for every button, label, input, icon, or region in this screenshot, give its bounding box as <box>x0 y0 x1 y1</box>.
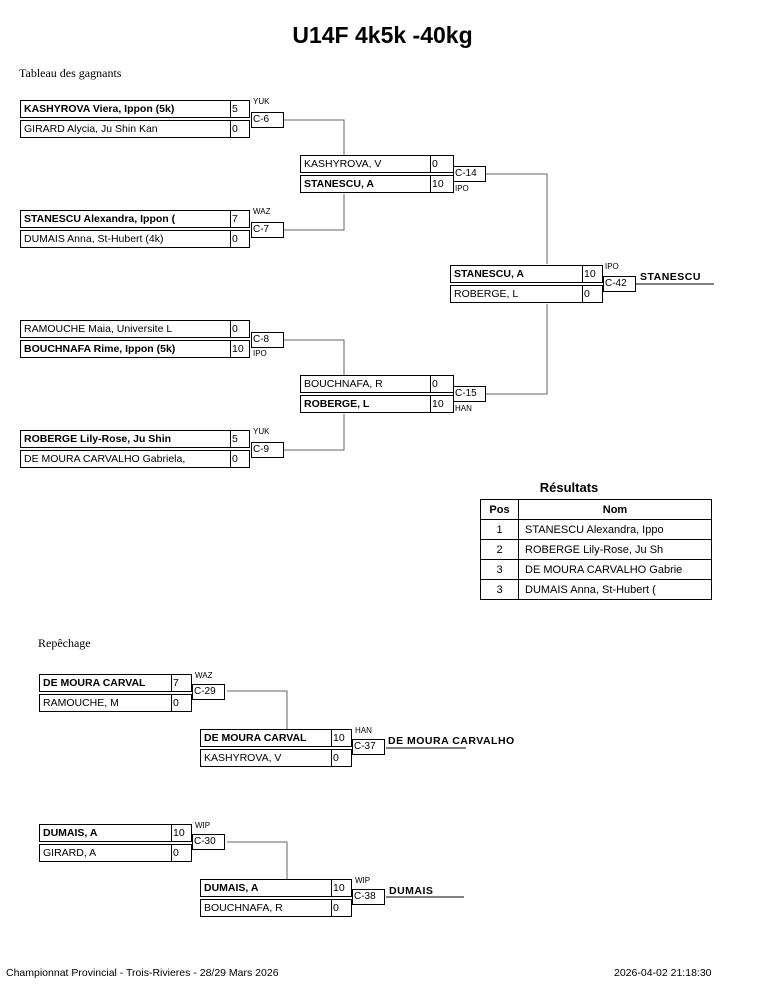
competitor-name: GIRARD Alycia, Ju Shin Kan <box>20 120 231 138</box>
footer-event: Championnat Provincial - Trois-Rivieres … <box>6 967 279 979</box>
competitor-score: 10 <box>332 879 352 897</box>
competitor-score: 0 <box>231 450 250 468</box>
competitor-score: 7 <box>231 210 250 228</box>
competitor-score: 0 <box>172 844 192 862</box>
match-number: C-14 <box>453 166 486 182</box>
competitor-score: 5 <box>231 430 250 448</box>
results-table: Pos Nom 1 STANESCU Alexandra, Ippo 2 ROB… <box>480 499 712 600</box>
competitor-score: 0 <box>583 285 603 303</box>
results-pos: 2 <box>480 539 519 560</box>
score-type-tag: IPO <box>605 262 619 271</box>
repechage-winner: DE MOURA CARVALHO <box>388 735 515 747</box>
competitor-name: BOUCHNAFA Rime, Ippon (5k) <box>20 340 231 358</box>
competitor-name: BOUCHNAFA, R <box>300 375 431 393</box>
competitor-score: 10 <box>231 340 250 358</box>
results-pos: 3 <box>480 559 519 580</box>
score-type-tag: WIP <box>355 876 371 885</box>
match-number: C-37 <box>352 739 385 755</box>
competitor-name: DE MOURA CARVAL <box>200 729 332 747</box>
match-number: C-38 <box>352 889 385 905</box>
competitor-name: DUMAIS, A <box>200 879 332 897</box>
competitor-score: 0 <box>231 120 250 138</box>
match-number: C-42 <box>603 276 636 292</box>
competitor-name: RAMOUCHE, M <box>39 694 172 712</box>
competitor-score: 7 <box>172 674 192 692</box>
results-row: 1 STANESCU Alexandra, Ippo <box>480 519 712 540</box>
score-type-tag: HAN <box>455 404 472 413</box>
results-row: 3 DE MOURA CARVALHO Gabrie <box>480 559 712 580</box>
competitor-score: 10 <box>172 824 192 842</box>
competitor-name: DUMAIS, A <box>39 824 172 842</box>
competitor-score: 0 <box>431 375 454 393</box>
score-type-tag: WAZ <box>253 207 271 216</box>
match-number: C-7 <box>251 222 284 238</box>
match-number: C-8 <box>251 332 284 348</box>
score-type-tag: WIP <box>195 821 211 830</box>
results-header-row: Pos Nom <box>480 499 712 520</box>
competitor-score: 0 <box>431 155 454 173</box>
competitor-name: DE MOURA CARVALHO Gabriela, <box>20 450 231 468</box>
competitor-name: DUMAIS Anna, St-Hubert (4k) <box>20 230 231 248</box>
bracket-winner: STANESCU <box>640 271 701 283</box>
results-title: Résultats <box>539 480 599 495</box>
competitor-name: KASHYROVA, V <box>300 155 431 173</box>
competitor-score: 0 <box>231 320 250 338</box>
competitor-name: GIRARD, A <box>39 844 172 862</box>
competitor-name: ROBERGE, L <box>450 285 583 303</box>
competitor-name: STANESCU Alexandra, Ippon ( <box>20 210 231 228</box>
competitor-score: 10 <box>431 175 454 193</box>
repechage-label: Repêchage <box>38 636 91 650</box>
competitor-name: DE MOURA CARVAL <box>39 674 172 692</box>
results-name: STANESCU Alexandra, Ippo <box>518 519 712 540</box>
results-name: ROBERGE Lily-Rose, Ju Sh <box>518 539 712 560</box>
results-row: 2 ROBERGE Lily-Rose, Ju Sh <box>480 539 712 560</box>
match-number: C-9 <box>251 442 284 458</box>
competitor-name: STANESCU, A <box>300 175 431 193</box>
competitor-name: KASHYROVA, V <box>200 749 332 767</box>
competitor-score: 10 <box>583 265 603 283</box>
score-type-tag: HAN <box>355 726 372 735</box>
score-type-tag: WAZ <box>195 671 213 680</box>
winners-bracket-label: Tableau des gagnants <box>19 66 122 80</box>
match-number: C-15 <box>453 386 486 402</box>
results-header-pos: Pos <box>480 499 519 520</box>
competitor-score: 0 <box>332 899 352 917</box>
results-name: DUMAIS Anna, St-Hubert ( <box>518 579 712 600</box>
score-type-tag: IPO <box>455 184 469 193</box>
competitor-score: 10 <box>332 729 352 747</box>
competitor-name: BOUCHNAFA, R <box>200 899 332 917</box>
competitor-name: ROBERGE, L <box>300 395 431 413</box>
results-pos: 1 <box>480 519 519 540</box>
page-title: U14F 4k5k -40kg <box>292 22 473 48</box>
competitor-score: 0 <box>332 749 352 767</box>
match-number: C-30 <box>192 834 225 850</box>
footer-timestamp: 2026-04-02 21:18:30 <box>614 967 712 979</box>
results-name: DE MOURA CARVALHO Gabrie <box>518 559 712 580</box>
results-header-name: Nom <box>518 499 712 520</box>
competitor-score: 10 <box>431 395 454 413</box>
competitor-name: ROBERGE Lily-Rose, Ju Shin <box>20 430 231 448</box>
match-number: C-29 <box>192 684 225 700</box>
repechage-winner: DUMAIS <box>389 885 434 897</box>
results-pos: 3 <box>480 579 519 600</box>
competitor-name: RAMOUCHE Maia, Universite L <box>20 320 231 338</box>
competitor-name: STANESCU, A <box>450 265 583 283</box>
score-type-tag: YUK <box>253 427 270 436</box>
score-type-tag: IPO <box>253 349 267 358</box>
score-type-tag: YUK <box>253 97 270 106</box>
results-row: 3 DUMAIS Anna, St-Hubert ( <box>480 579 712 600</box>
match-number: C-6 <box>251 112 284 128</box>
competitor-name: KASHYROVA Viera, Ippon (5k) <box>20 100 231 118</box>
competitor-score: 5 <box>231 100 250 118</box>
competitor-score: 0 <box>172 694 192 712</box>
competitor-score: 0 <box>231 230 250 248</box>
